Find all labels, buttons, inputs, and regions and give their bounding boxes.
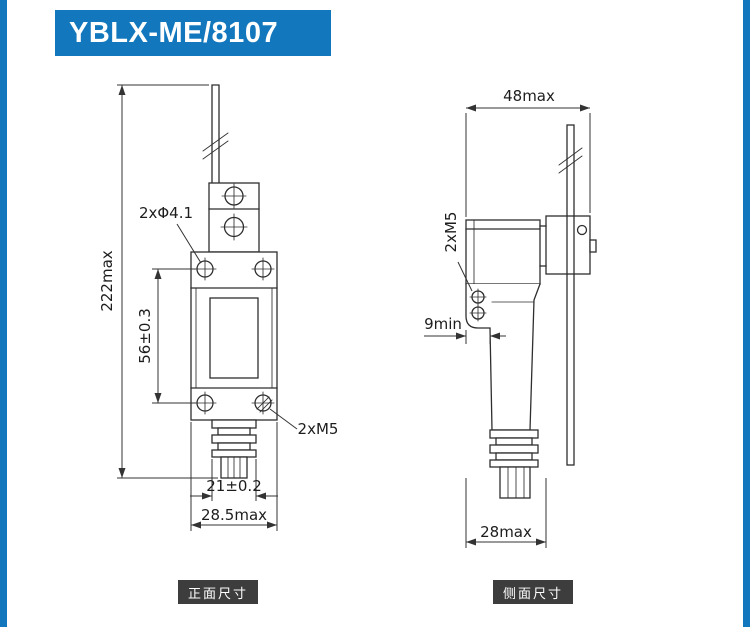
header-banner: YBLX-ME/8107: [55, 10, 331, 56]
right-border-stripe: [743, 0, 750, 627]
front-view-drawing: 222max 56±0.3 2xΦ4.1 2xM5 21±0.2: [98, 84, 339, 531]
front-dimensions: 222max 56±0.3 2xΦ4.1 2xM5 21±0.2: [98, 84, 339, 531]
side-bellows-plunger: [489, 429, 539, 499]
dim-front-thread: 2xM5: [298, 420, 339, 438]
page-title: YBLX-ME/8107: [69, 16, 279, 49]
side-body: [465, 283, 541, 431]
side-rod-clamp: [545, 215, 597, 275]
front-lever-head: [208, 182, 260, 253]
side-view-drawing: 48max 2xM5 9min 28max: [424, 87, 597, 548]
dim-hole-spacing: 56±0.3: [136, 308, 154, 364]
side-lever-rod: [558, 124, 583, 466]
side-view-caption-label: 侧面尺寸: [502, 586, 563, 602]
front-switch-body: [190, 251, 278, 421]
front-view-caption-label: 正面尺寸: [187, 586, 248, 602]
dim-total-height: 222max: [98, 250, 116, 311]
dim-lever-reach: 48max: [503, 87, 555, 105]
dim-body-width: 28.5max: [201, 506, 267, 524]
left-border-stripe: [0, 0, 7, 627]
front-lever-rod: [202, 84, 229, 184]
dim-plunger-width: 21±0.2: [206, 477, 262, 495]
dim-body-depth: 28max: [480, 523, 532, 541]
dim-boss-depth: 9min: [424, 315, 462, 333]
front-view-caption: 正面尺寸: [178, 580, 258, 604]
side-view-caption: 侧面尺寸: [493, 580, 573, 604]
side-dimensions: 48max 2xM5 9min 28max: [424, 87, 591, 548]
side-head: [465, 219, 547, 285]
front-bellows-plunger: [211, 419, 257, 479]
dim-hole-diameter: 2xΦ4.1: [139, 204, 193, 222]
dim-side-thread: 2xM5: [442, 212, 460, 253]
